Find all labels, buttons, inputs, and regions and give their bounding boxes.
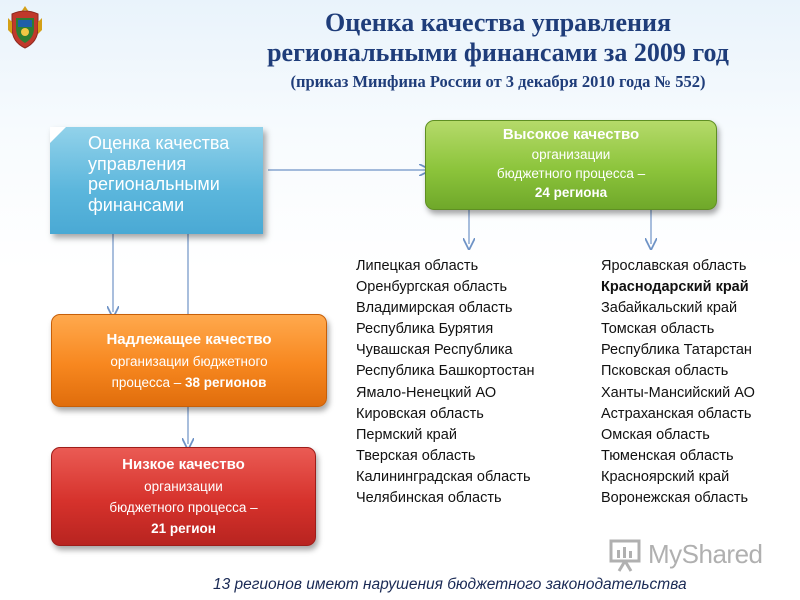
region-item: Ямало-Ненецкий АО [356, 384, 497, 401]
title-line-2: региональными финансами за 2009 год [267, 38, 729, 67]
region-item: Ярославская область [601, 258, 747, 274]
high-quality-box: Высокое качество организации бюджетного … [425, 120, 717, 210]
region-item: Воронежская область [601, 490, 749, 507]
proper-quality-line-2: процесса – 38 регионов [52, 372, 326, 393]
watermark-text: MyShared [648, 539, 763, 569]
coat-of-arms-icon [6, 4, 44, 50]
region-item: Республика Бурятия [356, 321, 494, 338]
region-item: Забайкальский край [601, 300, 738, 317]
region-item: Республика Татарстан [601, 342, 752, 359]
region-item: Калининградская область [356, 468, 531, 485]
low-quality-box: Низкое качество организации бюджетного п… [51, 447, 316, 546]
region-item: Омская область [601, 426, 710, 443]
region-item: Липецкая область [356, 258, 479, 274]
presentation-icon [609, 539, 641, 572]
region-item: Кировская область [356, 405, 484, 422]
region-item: Оренбургская область [356, 279, 508, 296]
proper-quality-box: Надлежащее качество организации бюджетно… [51, 314, 327, 407]
region-item: Пермский край [356, 426, 457, 443]
low-quality-heading: Низкое качество [122, 456, 245, 473]
title-subtitle: (приказ Минфина России от 3 декабря 2010… [290, 72, 706, 91]
region-item: Красноярский край [601, 468, 730, 485]
region-item: Астраханская область [601, 405, 752, 422]
region-item: Краснодарский край [601, 279, 749, 296]
slide-title: Оценка качества управления региональными… [232, 8, 764, 94]
proper-quality-heading: Надлежащее качество [106, 331, 272, 348]
region-item: Чувашская Республика [356, 342, 513, 359]
high-quality-count: 24 региона [534, 185, 608, 200]
region-item: Республика Башкортостан [356, 363, 535, 380]
region-item: Томская область [601, 321, 715, 338]
high-quality-heading: Высокое качество [502, 126, 640, 143]
proper-quality-count: 38 регионов [185, 375, 267, 390]
low-quality-count: 21 регион [151, 521, 216, 536]
proper-quality-line-1: организации бюджетного [110, 354, 268, 369]
region-item: Челябинская область [356, 490, 502, 507]
box-corner-fold [50, 127, 66, 143]
title-line-1: Оценка качества управления [324, 8, 672, 37]
region-item: Ханты-Мансийский АО [601, 384, 755, 401]
main-assessment-box: Оценка качества управления региональными… [50, 127, 263, 234]
proper-quality-prefix: процесса – [111, 375, 186, 390]
region-item: Тверская область [356, 447, 476, 464]
main-assessment-label: Оценка качества управления региональными… [88, 133, 230, 215]
high-quality-line-2: бюджетного процесса – [496, 166, 646, 181]
region-item: Владимирская область [356, 300, 513, 317]
low-quality-line-2: бюджетного процесса – [109, 500, 258, 515]
region-item: Тюменская область [601, 447, 734, 464]
high-quality-line-1: организации [531, 147, 611, 162]
region-item: Псковская область [601, 363, 729, 380]
footer-note: 13 регионов имеют нарушения бюджетного з… [213, 576, 687, 593]
low-quality-line-1: организации [144, 479, 223, 494]
myshared-logo: MyShared [608, 537, 768, 573]
